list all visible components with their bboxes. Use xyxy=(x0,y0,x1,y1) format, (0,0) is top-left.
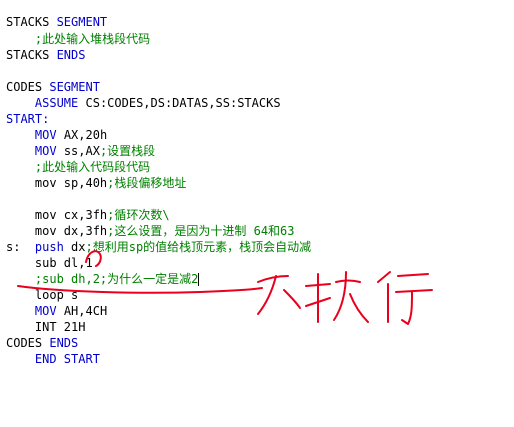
code-line-21: CODES ENDS xyxy=(6,336,79,350)
code-line-2: ;此处输入堆栈段代码 xyxy=(34,32,151,46)
code-line-6: ASSUME CS:CODES,DS:DATAS,SS:STACKS xyxy=(34,96,281,110)
code-line-22: END START xyxy=(34,352,100,366)
code-line-15: s: push dx;想利用sp的值给栈顶元素，栈顶会自动减 xyxy=(6,240,312,254)
code-line-16: sub dl,1 xyxy=(34,256,93,270)
code-line-8: MOV AX,20h xyxy=(34,128,108,142)
code-line-20: INT 21H xyxy=(34,320,86,334)
text-cursor xyxy=(198,273,200,286)
code-line-10: ;此处输入代码段代码 xyxy=(34,160,151,174)
code-line-7: START: xyxy=(6,112,50,126)
code-line-5: CODES SEGMENT xyxy=(6,80,100,94)
code-line-11: mov sp,40h;栈段偏移地址 xyxy=(34,176,187,190)
code-line-17: ;sub dh,2;为什么一定是减2 xyxy=(34,272,200,286)
code-line-18: loop s xyxy=(34,288,79,302)
code-line-3: STACKS ENDS xyxy=(6,48,86,62)
code-line-1: STACKS SEGMENT xyxy=(6,15,108,29)
code-line-9: MOV ss,AX;设置栈段 xyxy=(34,144,156,158)
code-line-14: mov dx,3fh;这么设置，是因为十进制 64和63 xyxy=(34,224,295,238)
code-line-19: MOV AH,4CH xyxy=(34,304,108,318)
code-line-13: mov cx,3fh;循环次数\ xyxy=(34,208,170,222)
